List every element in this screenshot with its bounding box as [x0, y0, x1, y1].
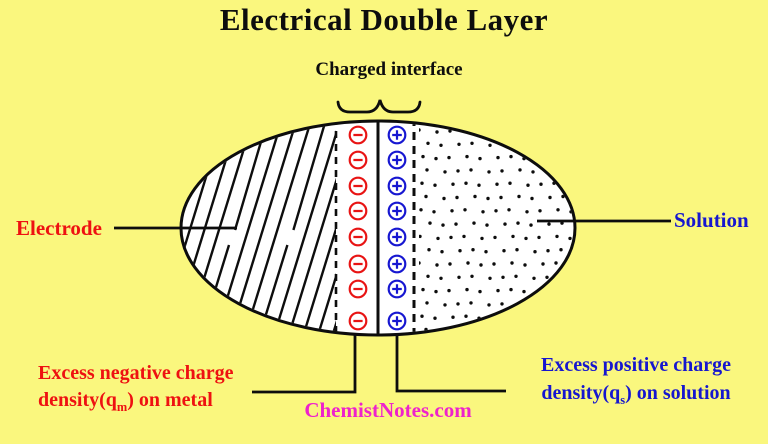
caption-subscript: s: [620, 393, 626, 407]
negative-charge-caption: Excess negative charge density(qm) on me…: [38, 360, 268, 414]
caption-text: density(q: [541, 382, 621, 404]
caption-line: density(qs) on solution: [505, 379, 767, 407]
caption-subscript: m: [116, 400, 128, 414]
positive-charge-caption: Excess positive charge density(qs) on so…: [505, 351, 767, 407]
page-title: Electrical Double Layer: [219, 2, 549, 37]
caption-line: Excess negative charge: [38, 362, 234, 384]
negative-caption-connector-line: [252, 334, 357, 394]
charged-interface-label: Charged interface: [315, 59, 463, 80]
watermark-text: ChemistNotes.com: [304, 398, 472, 422]
negative-charge-column: [348, 125, 368, 331]
caption-text: density(q: [38, 389, 117, 411]
caption-text: ) on metal: [127, 389, 213, 411]
caption-line: Excess positive charge: [541, 354, 731, 376]
positive-caption-connector-line: [395, 336, 506, 393]
electrode-label: Electrode: [16, 216, 102, 240]
positive-charge-column: [387, 125, 407, 331]
caption-text: ) on solution: [625, 382, 731, 404]
caption-line: density(qm) on metal: [38, 387, 268, 414]
charged-interface-brace: [336, 99, 422, 114]
solution-label: Solution: [674, 208, 749, 232]
